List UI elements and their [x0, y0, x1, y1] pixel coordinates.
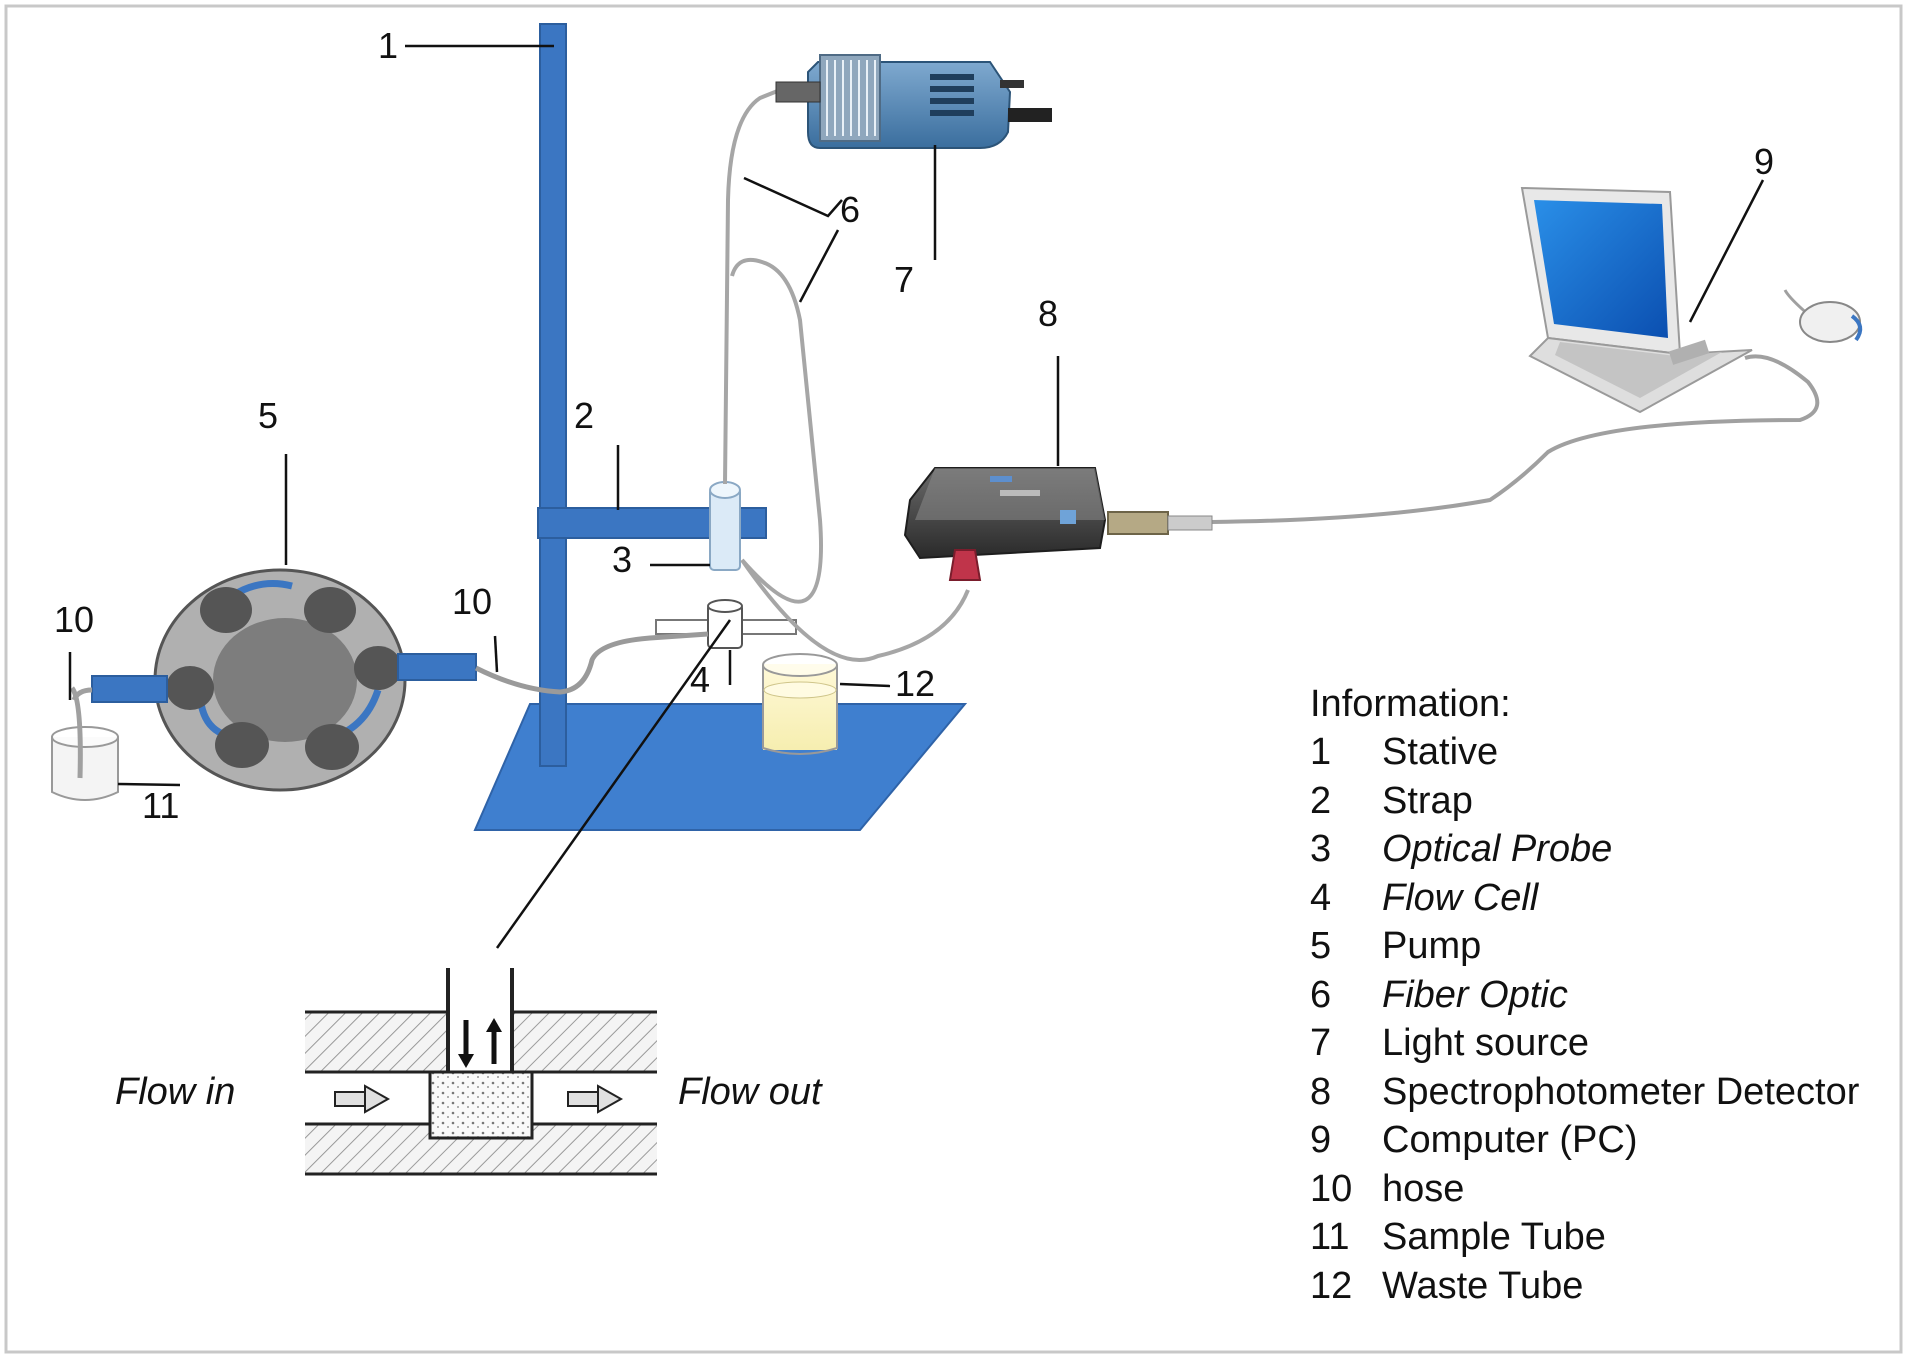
legend-item-label: Waste Tube: [1382, 1264, 1584, 1307]
legend-item: 4 Flow Cell: [1310, 874, 1890, 923]
hose-left: [71, 687, 93, 702]
legend-item-label: Light source: [1382, 1022, 1590, 1064]
legend-item: 11 Sample Tube: [1310, 1213, 1890, 1262]
hose-right: [474, 631, 709, 695]
callout-11: 11: [142, 785, 179, 826]
callout-1: 1: [378, 25, 398, 66]
callout-2: 2: [574, 395, 594, 436]
information-legend: Information: 1 Stative 2 Strap 3 Optical Pr…: [1310, 680, 1890, 1310]
legend-item-number: 7: [1310, 1022, 1332, 1064]
flow-in-arrow: [334, 1084, 391, 1114]
legend-item: 5 Pump: [1310, 922, 1890, 971]
callout-8: 8: [1038, 293, 1058, 334]
legend-item-label: Computer (PC): [1382, 1119, 1638, 1161]
legend-item-number: 11: [1310, 1216, 1350, 1258]
fiber-optic-source: [723, 86, 786, 485]
legend-item: 1 Stative: [1310, 728, 1890, 777]
diagram-frame: [4, 4, 1903, 1354]
flow-out-arrow: [567, 1084, 624, 1114]
legend-item-label: Sample Tube: [1382, 1216, 1606, 1258]
legend-item: 7 Light source: [1310, 1019, 1890, 1068]
light-source: [775, 54, 1052, 149]
legend-item: 9 Computer (PC): [1310, 1116, 1890, 1165]
fiber-optic-detector: [730, 257, 823, 604]
legend-item-label: Optical Probe: [1382, 828, 1613, 870]
legend-item-number: 10: [1310, 1167, 1353, 1210]
legend-item-number: 9: [1310, 1119, 1332, 1161]
callout-3: 3: [612, 539, 632, 580]
legend-item-number: 5: [1310, 925, 1332, 967]
legend-item: 12 Waste Tube: [1310, 1262, 1890, 1311]
flow-cell-cross-section: [305, 968, 657, 1176]
legend-item: 10 hose: [1310, 1165, 1890, 1214]
callout-10-right: 10: [452, 581, 492, 622]
flow-in-label: Flow in: [115, 1071, 235, 1113]
optical-probe: [709, 487, 741, 571]
legend-item-number: 12: [1310, 1264, 1353, 1307]
callout-7: 7: [894, 259, 914, 300]
legend-item-label: Stative: [1382, 731, 1499, 773]
callout-6: 6: [840, 189, 860, 230]
legend-item-label: Strap: [1382, 779, 1473, 822]
legend-item-number: 6: [1310, 973, 1332, 1016]
legend-item-label: Spectrophotometer Detector: [1382, 1070, 1860, 1113]
callout-12: 12: [895, 663, 935, 704]
spectrophotometer-detector: [903, 467, 1213, 581]
legend-item-label: Pump: [1382, 925, 1482, 967]
legend-item-label: hose: [1382, 1167, 1465, 1210]
legend-item-label: Fiber Optic: [1382, 973, 1568, 1016]
computer-laptop: [1520, 186, 1863, 414]
legend-item: 2 Strap: [1310, 777, 1890, 826]
leader-lines: [68, 44, 1765, 949]
legend-item-number: 1: [1310, 731, 1332, 773]
waste-tube-beaker: [762, 653, 838, 755]
legend-item: 6 Fiber Optic: [1310, 971, 1890, 1020]
flow-out-label: Flow out: [678, 1071, 823, 1113]
callout-9: 9: [1754, 141, 1774, 182]
sample-tube-beaker: [51, 686, 119, 801]
legend-item: 3 Optical Probe: [1310, 825, 1890, 874]
legend-item-number: 8: [1310, 1070, 1332, 1113]
legend-item-label: Flow Cell: [1382, 876, 1539, 919]
legend-item-number: 2: [1310, 779, 1332, 822]
legend-item-number: 4: [1310, 876, 1332, 919]
legend-item-number: 3: [1310, 828, 1332, 870]
callout-10-left: 10: [54, 599, 94, 640]
callout-5: 5: [258, 395, 278, 436]
usb-cable: [1211, 354, 1820, 524]
legend-item: 8 Spectrophotometer Detector: [1310, 1068, 1890, 1117]
callout-4: 4: [690, 659, 710, 700]
stand-pole: [539, 23, 567, 767]
pump: [91, 568, 477, 792]
legend-title: Information:: [1310, 683, 1511, 725]
